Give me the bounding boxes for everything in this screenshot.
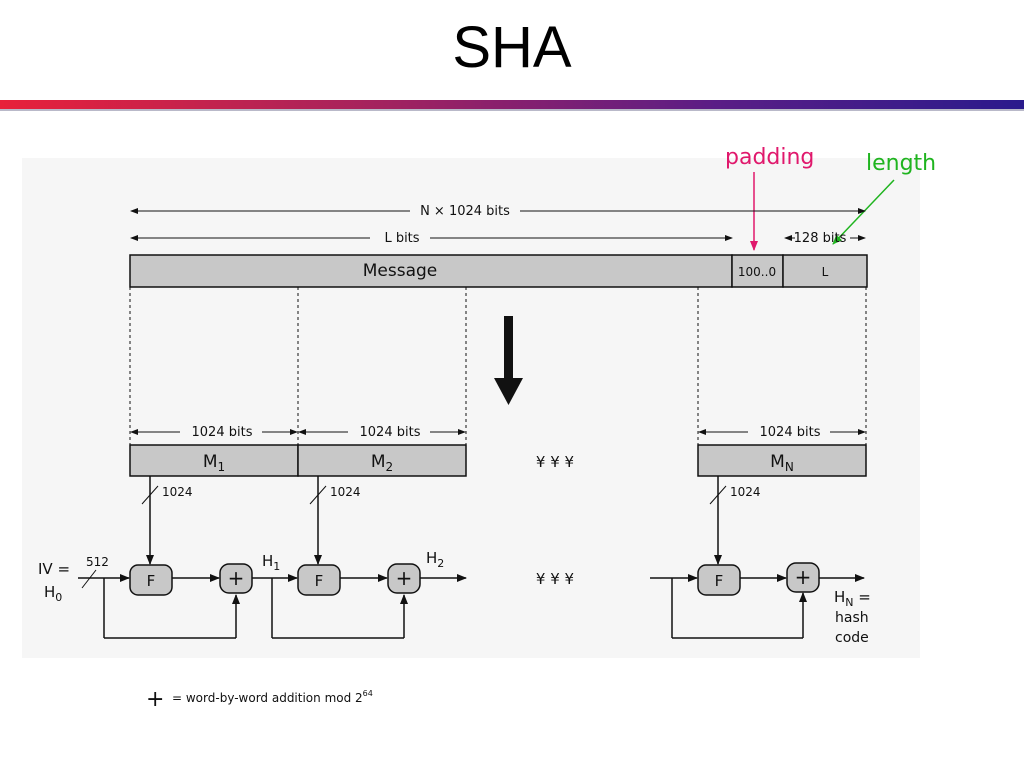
iv-label: IV = (38, 560, 70, 578)
block-2-width-label: 1024 (330, 485, 361, 499)
block-mn (697, 444, 867, 477)
stage-2: F + (271, 563, 467, 639)
block-guide-lines (129, 287, 867, 445)
h0-label: H0 (44, 583, 62, 604)
block-m1 (129, 444, 299, 477)
block-2-span-label: 1024 bits (360, 425, 421, 440)
stage-n-f-label: F (715, 572, 724, 590)
padding-box (731, 254, 784, 288)
block-mn-label: MN (770, 452, 794, 474)
stages-ellipsis: ¥ ¥ ¥ (536, 570, 574, 588)
h2-label: H2 (426, 549, 444, 570)
hash-label: hash (835, 610, 869, 626)
padding-box-label: 100..0 (738, 265, 776, 279)
message-box-label: Message (363, 261, 438, 281)
length-field-span: 128 bits (784, 231, 866, 246)
stage-1-f-label: F (147, 572, 156, 590)
legend-text: = word-by-word addition mod 264 (172, 689, 373, 705)
stage-1: F + (78, 563, 298, 639)
length-annotation: length (866, 151, 936, 176)
block-2-span: 1024 bits (298, 425, 466, 440)
block-m2 (297, 444, 467, 477)
message-length-label: L bits (384, 231, 419, 246)
iv-width-label: 512 (86, 555, 109, 569)
legend: + = word-by-word addition mod 264 (146, 687, 373, 712)
legend-symbol: + (146, 687, 164, 712)
stage-n-adder-label: + (795, 565, 812, 589)
message-length-span: L bits (130, 231, 733, 246)
block-m1-label: M1 (203, 452, 225, 474)
block-m2-label: M2 (371, 452, 393, 474)
slide-title: SHA (452, 15, 572, 80)
block-n-input: 1024 (709, 476, 761, 565)
stage-1-adder-label: + (228, 566, 245, 590)
stage-2-adder-label: + (396, 566, 413, 590)
split-down-arrow (494, 316, 523, 405)
block-2-input: 1024 (309, 476, 361, 565)
h1-label: H1 (262, 552, 280, 573)
title-rule-shadow (0, 109, 1024, 111)
block-1-span-label: 1024 bits (192, 425, 253, 440)
block-n-span: 1024 bits (698, 425, 866, 440)
length-box-label: L (822, 265, 829, 279)
iv-width-slash (81, 569, 97, 589)
code-label: code (835, 630, 869, 646)
length-field-label: 128 bits (794, 231, 847, 246)
stage-n: F + (650, 562, 865, 639)
stage-2-f-box (297, 564, 341, 596)
hn-label: HN = (834, 588, 871, 609)
block-1-span: 1024 bits (130, 425, 298, 440)
total-length-span: N × 1024 bits (130, 204, 866, 219)
length-box (782, 254, 868, 288)
stage-n-f-box (697, 564, 741, 596)
total-length-label: N × 1024 bits (420, 204, 510, 219)
block-1-width-label: 1024 (162, 485, 193, 499)
block-n-width-label: 1024 (730, 485, 761, 499)
padding-annotation: padding (725, 145, 814, 170)
block-1-input: 1024 (141, 476, 193, 565)
title-rule (0, 100, 1024, 109)
stage-1-f-box (129, 564, 173, 596)
blocks-ellipsis: ¥ ¥ ¥ (536, 453, 574, 471)
stage-2-f-label: F (315, 572, 324, 590)
block-n-span-label: 1024 bits (760, 425, 821, 440)
